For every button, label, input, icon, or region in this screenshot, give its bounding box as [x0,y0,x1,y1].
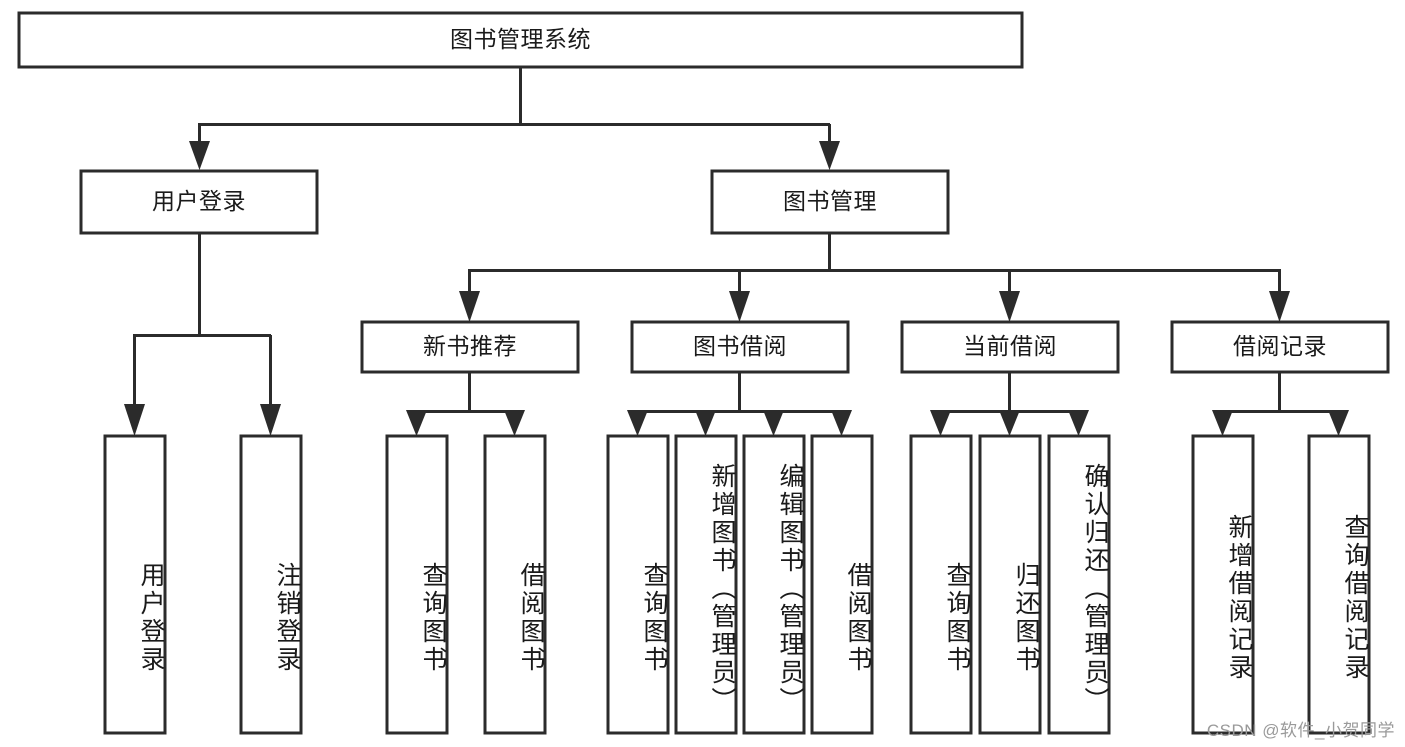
node-box-new-book-rec[interactable] [360,320,580,374]
node-box-leaf-borrow-book-1[interactable] [483,434,547,735]
node-box-current-borrow[interactable] [900,320,1120,374]
arrow-current-borrow-to-leaf1 [930,410,951,436]
arrow-current-borrow-to-leaf3 [1068,410,1089,436]
arrow-new-book-rec-to-leaf1 [406,410,427,436]
arrow-book-manage-to-new-book-rec [459,291,480,322]
node-box-user-login[interactable] [79,169,319,235]
node-box-leaf-confirm-return[interactable] [1047,434,1111,735]
node-box-leaf-query-book-3[interactable] [909,434,973,735]
arrow-user-login-to-leaf1 [124,404,145,436]
node-box-leaf-add-book[interactable] [674,434,738,735]
arrow-book-borrow-to-leaf2 [695,410,716,436]
node-box-leaf-query-book-1[interactable] [385,434,449,735]
arrow-current-borrow-to-leaf2 [999,410,1020,436]
arrow-book-manage-to-current-borrow [999,291,1020,322]
watermark-text: CSDN @软件_小贺同学 [1206,721,1395,740]
arrow-book-borrow-to-leaf3 [763,410,784,436]
node-box-leaf-edit-book[interactable] [742,434,806,735]
node-box-leaf-query-record[interactable] [1307,434,1371,735]
arrow-borrow-record-to-leaf1 [1212,410,1233,436]
arrow-new-book-rec-to-leaf2 [504,410,525,436]
node-box-leaf-return-book[interactable] [978,434,1042,735]
node-box-leaf-user-login[interactable] [103,434,167,735]
node-box-leaf-query-book-2[interactable] [606,434,670,735]
arrow-book-manage-to-book-borrow [729,291,750,322]
node-box-book-borrow[interactable] [630,320,850,374]
node-box-leaf-logout[interactable] [239,434,303,735]
arrow-book-borrow-to-leaf4 [831,410,852,436]
arrow-user-login-to-leaf2 [260,404,281,436]
arrow-borrow-record-to-leaf2 [1328,410,1349,436]
node-box-leaf-add-record[interactable] [1191,434,1255,735]
arrow-root-to-user-login [189,141,210,170]
node-box-book-manage[interactable] [710,169,950,235]
arrow-book-borrow-to-leaf1 [627,410,648,436]
arrow-book-manage-to-borrow-record [1269,291,1290,322]
arrow-root-to-book-manage [819,141,840,170]
node-box-borrow-record[interactable] [1170,320,1390,374]
node-box-root[interactable] [17,11,1024,69]
node-box-leaf-borrow-book-2[interactable] [810,434,874,735]
